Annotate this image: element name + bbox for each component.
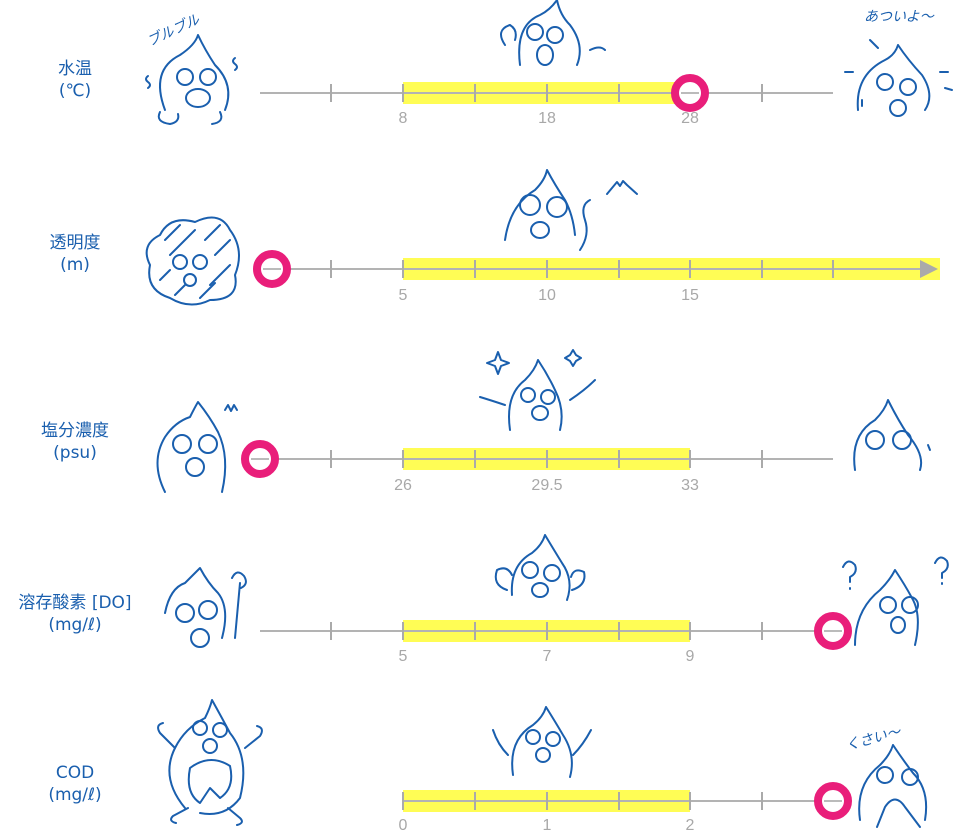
confused-drop-icon [850, 560, 960, 654]
row-transparency: 透明度 (m) 5 10 15 [0, 160, 960, 330]
tick-label: 33 [681, 477, 699, 494]
tick [546, 792, 548, 810]
open-ended-arrow-icon [920, 260, 938, 278]
row-label: 溶存酸素 [DO] (mg/ℓ) [0, 592, 150, 636]
sparkling-eyes-drop-icon [495, 165, 605, 254]
tick [546, 84, 548, 102]
tick [618, 622, 620, 640]
tick-label: 28 [681, 110, 699, 127]
tick-label: 7 [542, 648, 552, 665]
tick [761, 84, 763, 102]
tick [761, 792, 763, 810]
indicator-name: 透明度 [49, 233, 101, 253]
row-dissolved-oxygen: 溶存酸素 [DO] (mg/ℓ) 5 7 9 [0, 510, 960, 680]
tick-label: 29.5 [531, 477, 563, 494]
tick-label: 18 [538, 110, 556, 127]
row-label: 塩分濃度 (psu) [0, 420, 150, 464]
tick [474, 260, 476, 278]
scale-axis-overlay [403, 268, 924, 270]
tick [402, 792, 404, 810]
indicator-unit: (psu) [53, 443, 97, 463]
tick [689, 260, 691, 278]
row-water-temperature: 水温 (℃) ブルブル あついよ〜 8 18 28 [0, 0, 960, 160]
tick [402, 84, 404, 102]
tick [832, 260, 834, 278]
question-marks-icon [835, 555, 960, 599]
tick [546, 260, 548, 278]
tick [474, 622, 476, 640]
tick [761, 622, 763, 640]
speech-text: あついよ〜 [864, 9, 934, 25]
tick-label: 9 [685, 648, 695, 665]
sparkle-icon [485, 349, 595, 384]
indicator-name: 塩分濃度 [41, 421, 109, 441]
grimacing-drop-icon [150, 401, 245, 506]
tick-label: 5 [398, 648, 408, 665]
tick-label: 8 [398, 110, 408, 127]
tick [330, 622, 332, 640]
tick [689, 622, 691, 640]
current-value-marker [241, 440, 279, 478]
tick [330, 84, 332, 102]
row-label: 水温 (℃) [0, 58, 150, 102]
tick [474, 450, 476, 468]
content-drop-icon [850, 395, 940, 479]
tick-label: 15 [681, 287, 699, 304]
indicator-name: COD [55, 763, 95, 783]
tick [689, 792, 691, 810]
row-label: COD (mg/ℓ) [0, 762, 150, 806]
tick [330, 260, 332, 278]
row-cod: COD (mg/ℓ) くさい〜 0 1 2 [0, 680, 960, 836]
angry-drop-icon [160, 567, 255, 662]
waving-drop-icon [488, 705, 608, 789]
tick-label: 26 [394, 477, 412, 494]
tick-label: 5 [398, 287, 408, 304]
tick [402, 622, 404, 640]
current-value-marker [671, 74, 709, 112]
smelly-drop-icon [855, 735, 950, 829]
tick [402, 260, 404, 278]
current-value-marker [253, 250, 291, 288]
tick [474, 792, 476, 810]
shivering-drop-icon [140, 30, 250, 129]
tick-label: 1 [542, 817, 552, 834]
bloated-drop-icon [150, 698, 275, 832]
current-value-marker [814, 782, 852, 820]
cheering-drop-icon [470, 345, 610, 444]
flexing-drop-icon [482, 534, 612, 624]
tick [546, 450, 548, 468]
row-label: 透明度 (m) [0, 232, 150, 276]
indicator-name: 溶存酸素 [DO] [18, 593, 132, 613]
tick [761, 260, 763, 278]
indicator-unit: (m) [60, 255, 90, 275]
tick [689, 450, 691, 468]
tick [402, 450, 404, 468]
mountain-icon [605, 178, 640, 202]
tick [761, 450, 763, 468]
row-salinity: 塩分濃度 (psu) 26 29.5 33 [0, 330, 960, 510]
tick-label: 0 [398, 817, 408, 834]
indicator-unit: (mg/ℓ) [48, 615, 102, 635]
indicator-unit: (mg/ℓ) [48, 785, 102, 805]
tick [618, 792, 620, 810]
tick-label: 2 [685, 817, 695, 834]
tick [474, 84, 476, 102]
tick [546, 622, 548, 640]
happy-drop-icon [485, 0, 615, 84]
tick [618, 260, 620, 278]
tick [618, 84, 620, 102]
indicator-name: 水温 [58, 59, 92, 79]
murky-drop-icon [140, 210, 250, 314]
indicator-unit: (℃) [58, 81, 92, 101]
tick [330, 450, 332, 468]
current-value-marker [814, 612, 852, 650]
sweating-drop-icon [840, 30, 953, 119]
tick-label: 10 [538, 287, 556, 304]
tick [618, 450, 620, 468]
